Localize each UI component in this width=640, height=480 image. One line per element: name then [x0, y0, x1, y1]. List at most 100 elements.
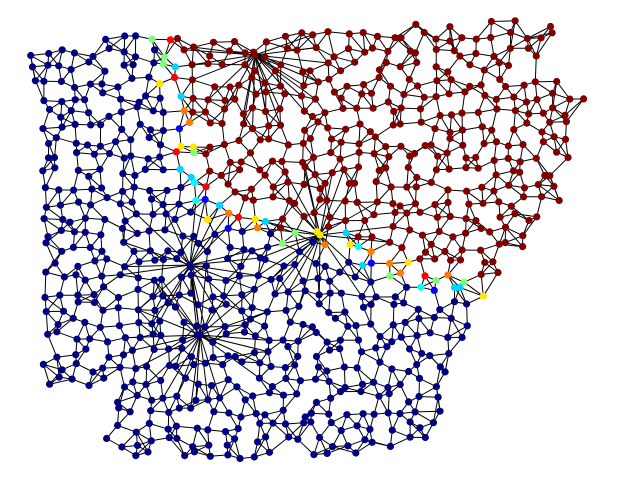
- graph-node: [352, 449, 360, 457]
- graph-node: [206, 52, 214, 60]
- graph-node: [416, 105, 425, 113]
- graph-node: [236, 166, 244, 174]
- graph-node: [115, 322, 124, 330]
- graph-node: [163, 186, 171, 195]
- graph-node: [87, 201, 95, 209]
- graph-node: [531, 78, 539, 86]
- graph-node: [68, 375, 76, 383]
- graph-node: [372, 178, 380, 186]
- graph-node: [321, 262, 329, 270]
- graph-node: [299, 320, 307, 329]
- graph-node: [195, 239, 203, 248]
- graph-edge: [296, 34, 314, 51]
- graph-edge: [199, 334, 269, 353]
- graph-node: [463, 322, 471, 330]
- graph-edge: [537, 184, 560, 201]
- graph-node: [70, 186, 78, 194]
- graph-node: [187, 289, 195, 297]
- graph-node: [525, 110, 533, 118]
- graph-node: [494, 268, 502, 277]
- graph-node: [101, 67, 109, 75]
- graph-node: [445, 90, 453, 98]
- graph-node: [131, 171, 139, 180]
- graph-node: [450, 47, 458, 55]
- graph-node: [463, 300, 471, 308]
- graph-node: [301, 126, 309, 134]
- graph-edge: [253, 436, 267, 458]
- graph-node: [159, 108, 167, 116]
- graph-node: [414, 305, 422, 313]
- graph-node: [372, 293, 380, 301]
- graph-node: [156, 80, 164, 88]
- graph-node: [96, 323, 104, 331]
- graph-node: [203, 248, 211, 256]
- graph-node: [59, 215, 67, 224]
- graph-node: [204, 216, 212, 224]
- graph-node: [323, 449, 331, 457]
- graph-node: [516, 158, 524, 166]
- graph-node: [188, 76, 196, 84]
- graph-node: [460, 278, 468, 286]
- graph-node: [105, 149, 114, 158]
- graph-node: [91, 257, 99, 265]
- graph-node: [144, 155, 152, 163]
- graph-node: [477, 224, 485, 232]
- graph-node: [81, 214, 89, 222]
- graph-edge: [199, 288, 255, 336]
- graph-edge: [199, 265, 207, 336]
- graph-edge: [480, 274, 484, 297]
- graph-node: [389, 222, 397, 231]
- graph-node: [522, 98, 531, 106]
- graph-node: [431, 255, 439, 263]
- graph-edge: [242, 54, 256, 115]
- graph-node: [373, 32, 382, 41]
- graph-node: [546, 22, 555, 31]
- graph-node: [279, 406, 287, 414]
- graph-node: [397, 333, 405, 341]
- graph-node: [150, 59, 158, 67]
- graph-node: [480, 66, 488, 74]
- graph-node: [341, 197, 349, 205]
- graph-node: [190, 232, 198, 240]
- graph-node: [359, 261, 367, 269]
- graph-node: [100, 374, 108, 382]
- graph-node: [177, 183, 185, 192]
- graph-node: [187, 271, 195, 279]
- graph-node: [59, 307, 68, 315]
- graph-node: [477, 81, 485, 89]
- graph-node: [472, 153, 480, 162]
- graph-node: [262, 38, 270, 46]
- graph-node: [321, 109, 329, 117]
- graph-node: [130, 183, 138, 191]
- graph-node: [252, 410, 260, 418]
- graph-node: [344, 322, 352, 330]
- graph-node: [477, 270, 485, 278]
- graph-node: [462, 164, 470, 172]
- graph-node: [97, 121, 105, 129]
- graph-node: [255, 374, 263, 382]
- graph-node: [550, 182, 558, 190]
- graph-node: [415, 314, 423, 323]
- graph-node: [293, 390, 301, 398]
- graph-node: [130, 247, 138, 255]
- graph-node: [85, 172, 93, 180]
- graph-node: [120, 48, 128, 56]
- graph-edge: [192, 54, 256, 66]
- graph-edge: [482, 272, 499, 297]
- graph-node: [234, 213, 242, 221]
- graph-node: [370, 150, 378, 158]
- graph-node: [294, 435, 302, 443]
- graph-node: [367, 320, 375, 328]
- graph-node: [201, 359, 209, 367]
- graph-node: [276, 82, 285, 90]
- graph-node: [178, 344, 186, 353]
- graph-node: [81, 318, 89, 326]
- graph-node: [391, 209, 399, 217]
- graph-node: [177, 92, 185, 100]
- graph-node: [204, 426, 212, 434]
- graph-node: [90, 291, 98, 299]
- graph-node: [384, 98, 392, 106]
- graph-node: [376, 332, 384, 341]
- graph-node: [262, 107, 270, 116]
- graph-node: [147, 437, 155, 445]
